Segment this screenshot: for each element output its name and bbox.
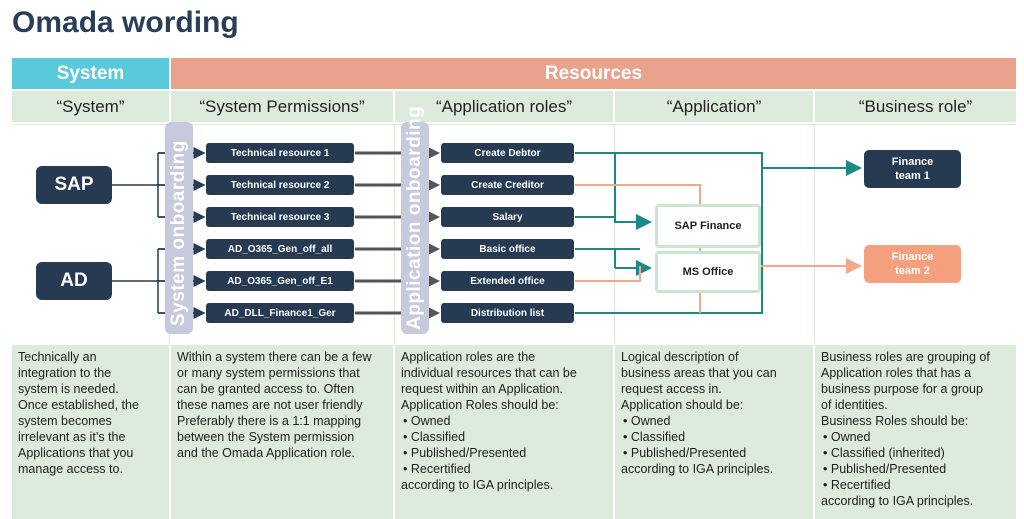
- desc-line: of identities.: [821, 398, 888, 412]
- application-onboarding-label: Application onboarding: [404, 105, 425, 330]
- description-application: Logical description of business areas th…: [615, 345, 813, 519]
- desc-line: Applications that you: [18, 446, 134, 460]
- desc-bullet: Recertified: [401, 461, 607, 477]
- system-onboarding-label: System onboarding: [168, 140, 189, 326]
- desc-line: request within an Application.: [401, 382, 563, 396]
- desc-line: request access in.: [621, 382, 722, 396]
- desc-line: integration to the: [18, 366, 112, 380]
- desc-bullet: Owned: [401, 413, 607, 429]
- app-role-box: Create Debtor: [441, 143, 574, 163]
- app-role-box: Basic office: [441, 239, 574, 259]
- business-role-line: Finance: [891, 251, 934, 263]
- column-header-application-roles: “Application roles”: [395, 91, 613, 122]
- desc-bullets: Owned Classified (inherited) Published/P…: [821, 429, 1010, 493]
- desc-bullet: Recertified: [821, 477, 1010, 493]
- application-onboarding-bar: [401, 122, 429, 334]
- desc-bullet: Classified: [621, 429, 807, 445]
- application-sap-finance: SAP Finance: [655, 204, 761, 248]
- desc-line: these names are not user friendly: [177, 398, 363, 412]
- desc-bullet: Owned: [821, 429, 1010, 445]
- page-title: Omada wording: [12, 6, 239, 39]
- desc-line: business purpose for a group: [821, 382, 983, 396]
- desc-line: Logical description of: [621, 350, 739, 364]
- desc-line: Application roles are the: [401, 350, 536, 364]
- permission-box: AD_O365_Gen_off_all: [206, 239, 354, 259]
- desc-line: irrelevant as it’s the: [18, 430, 126, 444]
- permission-box: Technical resource 1: [206, 143, 354, 163]
- desc-line: manage access to.: [18, 462, 123, 476]
- desc-bullet: Classified: [401, 429, 607, 445]
- description-application-roles: Application roles are the individual res…: [395, 345, 613, 519]
- desc-line: business areas that you can: [621, 366, 777, 380]
- description-system: Technically an integration to the system…: [12, 345, 169, 519]
- business-role-line: team 1: [895, 170, 930, 182]
- column-header-system: “System”: [12, 91, 169, 122]
- app-role-box: Distribution list: [441, 303, 574, 323]
- app-role-box: Extended office: [441, 271, 574, 291]
- column-header-business-role: “Business role”: [815, 91, 1016, 122]
- system-sap: SAP: [36, 166, 112, 204]
- description-system-permissions: Within a system there can be a few or ma…: [171, 345, 393, 519]
- desc-line: can be granted access to. Often: [177, 382, 355, 396]
- desc-line: system is needed.: [18, 382, 119, 396]
- desc-line: between the System permission: [177, 430, 355, 444]
- desc-line: Business Roles should be:: [821, 414, 969, 428]
- system-onboarding-bar: [165, 122, 193, 334]
- desc-line: and the Omada Application role.: [177, 446, 355, 460]
- desc-line: Application should be:: [621, 398, 744, 412]
- desc-line: Technically an: [18, 350, 97, 364]
- description-business-role: Business roles are grouping of Applicati…: [815, 345, 1016, 519]
- permission-box: AD_DLL_Finance1_Ger: [206, 303, 354, 323]
- system-ad: AD: [36, 262, 112, 300]
- resources-header: Resources: [171, 58, 1016, 89]
- desc-line: Application Roles should be:: [401, 398, 559, 412]
- business-role-finance-team-1: Finance team 1: [864, 150, 961, 188]
- business-role-line: Finance: [891, 156, 934, 168]
- permission-box: AD_O365_Gen_off_E1: [206, 271, 354, 291]
- column-header-system-permissions: “System Permissions”: [171, 91, 393, 122]
- divider: [394, 124, 395, 344]
- business-role-finance-team-2: Finance team 2: [864, 245, 961, 283]
- desc-bullet: Classified (inherited): [821, 445, 1010, 461]
- desc-bullet: Published/Presented: [401, 445, 607, 461]
- desc-line: Business roles are grouping of: [821, 350, 990, 364]
- permission-box: Technical resource 2: [206, 175, 354, 195]
- app-role-box: Create Creditor: [441, 175, 574, 195]
- desc-line: Application roles that has a: [821, 366, 972, 380]
- system-header: System: [12, 58, 169, 89]
- desc-bullet: Owned: [621, 413, 807, 429]
- desc-line: or many system permissions that: [177, 366, 360, 380]
- desc-line: Within a system there can be a few: [177, 350, 372, 364]
- desc-line: according to IGA principles.: [401, 478, 554, 492]
- divider: [614, 124, 615, 344]
- desc-line: individual resources that can be: [401, 366, 577, 380]
- application-ms-office: MS Office: [655, 251, 761, 293]
- desc-bullet: Published/Presented: [621, 445, 807, 461]
- business-role-line: team 2: [895, 265, 930, 277]
- permission-box: Technical resource 3: [206, 207, 354, 227]
- app-role-box: Salary: [441, 207, 574, 227]
- column-header-application: “Application”: [615, 91, 813, 122]
- desc-line: according to IGA principles.: [621, 462, 774, 476]
- desc-line: according to IGA principles.: [821, 494, 974, 508]
- desc-line: Preferably there is a 1:1 mapping: [177, 414, 362, 428]
- desc-bullets: Owned Classified Published/Presented: [621, 413, 807, 461]
- desc-bullets: Owned Classified Published/Presented Rec…: [401, 413, 607, 477]
- desc-line: system becomes: [18, 414, 112, 428]
- desc-bullet: Published/Presented: [821, 461, 1010, 477]
- divider: [814, 124, 815, 344]
- desc-line: Once established, the: [18, 398, 139, 412]
